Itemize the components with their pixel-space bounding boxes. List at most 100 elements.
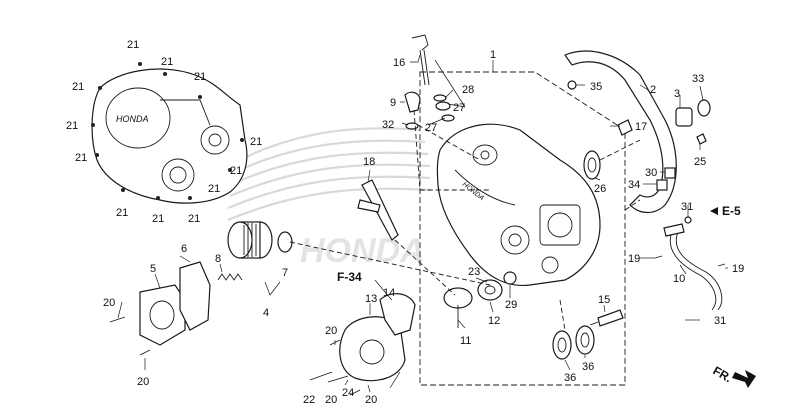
callout-21c: 21: [194, 71, 206, 83]
callout-27a: 27: [453, 102, 465, 114]
callout-17: 17: [635, 121, 647, 133]
callout-5: 5: [150, 263, 156, 275]
callout-12: 12: [488, 315, 500, 327]
washer-part: [503, 271, 517, 285]
elbow-part: [404, 91, 421, 113]
bearing-26-part: [583, 150, 601, 180]
leader-lines: [117, 54, 728, 393]
callout-21h: 21: [230, 165, 242, 177]
watermark-text: HONDA: [300, 232, 425, 270]
callout-20c: 20: [325, 325, 337, 337]
callout-11: 11: [460, 335, 471, 347]
callout-29: 29: [505, 299, 517, 311]
callout-21l: 21: [188, 213, 200, 225]
callout-21g: 21: [75, 152, 87, 164]
pin-25-part: [696, 133, 707, 145]
spring-part: [217, 273, 243, 281]
callout-30: 30: [645, 167, 657, 179]
callout-33: 33: [692, 73, 704, 85]
dowel-35-part: [567, 80, 577, 90]
callout-2: 2: [650, 84, 656, 96]
callout-20e: 20: [365, 394, 377, 406]
callout-15: 15: [598, 294, 610, 306]
callout-21j: 21: [116, 207, 128, 219]
clutch-cover-part: HONDA: [91, 62, 248, 204]
oring-32-part: [405, 122, 419, 130]
bolt-15-part: [589, 309, 624, 327]
callout-19b: 19: [732, 263, 744, 275]
ref-e5: E-5: [722, 204, 741, 218]
callout-26: 26: [594, 183, 606, 195]
bushing-28-part: [435, 101, 451, 111]
ring-31-part: [684, 216, 692, 224]
callout-14: 14: [383, 287, 395, 299]
callout-4: 4: [263, 307, 269, 319]
callout-20a: 20: [103, 297, 115, 309]
filter-gasket-part: [179, 261, 211, 331]
ref-e5-arrow: [710, 207, 718, 215]
callout-21d: 21: [72, 81, 84, 93]
callout-6: 6: [181, 243, 187, 255]
ref-f34: F-34: [337, 270, 362, 284]
seal-part: [477, 279, 503, 301]
callout-21a: 21: [127, 39, 139, 51]
callout-21k: 21: [152, 213, 164, 225]
callout-28: 28: [462, 84, 474, 96]
callout-32: 32: [382, 119, 394, 131]
bolt-19b-part: [717, 263, 726, 267]
callout-20d: 20: [325, 394, 337, 406]
callout-21b: 21: [161, 56, 173, 68]
collar-30-part: [664, 167, 676, 179]
callout-23: 23: [468, 266, 480, 278]
front-arrow: FR.: [711, 363, 756, 388]
filter-cover-part: [139, 284, 186, 346]
callout-35: 35: [590, 81, 602, 93]
callout-18: 18: [363, 156, 375, 168]
callout-10: 10: [673, 273, 685, 285]
callout-13: 13: [365, 293, 377, 305]
water-pump-part: [339, 293, 416, 382]
svg-text:FR.: FR.: [711, 363, 735, 385]
cover-assembly-box: [419, 71, 626, 386]
callout-7: 7: [282, 267, 288, 279]
callout-1: 1: [490, 49, 496, 61]
callout-16: 16: [393, 57, 405, 69]
callout-21e: 21: [66, 120, 78, 132]
callout-31b: 31: [714, 315, 726, 327]
oring-27b-part: [441, 114, 455, 122]
callout-21i: 21: [208, 183, 220, 195]
callout-8: 8: [215, 253, 221, 265]
callout-24: 24: [342, 387, 354, 399]
oil-pipe-part: [411, 34, 430, 86]
callout-36b: 36: [582, 361, 594, 373]
callout-25: 25: [694, 156, 706, 168]
impeller-part: [443, 287, 473, 328]
callout-20b: 20: [137, 376, 149, 388]
callout-36a: 36: [564, 372, 576, 384]
callout-27b: 27: [425, 122, 437, 134]
callout-3: 3: [674, 88, 680, 100]
cap-17-part: [617, 119, 633, 136]
right-crankcase-cover-part: HONDA: [436, 123, 601, 287]
shift-arm-part: [357, 179, 399, 241]
callout-9: 9: [390, 97, 396, 109]
collar-34-part: [656, 179, 668, 191]
cover-gasket-part: [564, 50, 677, 214]
cover-logo-text: HONDA: [116, 114, 149, 124]
o-ring-part: [277, 231, 293, 253]
bolt-19a-part: [654, 255, 663, 259]
callout-22: 22: [303, 394, 315, 406]
bearing-36-part: [552, 325, 595, 360]
callout-34: 34: [628, 179, 640, 191]
washer-33-part: [697, 99, 711, 117]
cap-3-part: [675, 107, 693, 127]
callout-numbers: 21 21 21 21 21 21 21 21 21 21 21 21 1 2 …: [66, 39, 744, 406]
oil-filter-part: [227, 221, 273, 259]
callout-21f: 21: [250, 136, 262, 148]
hose-10-part: [663, 223, 723, 311]
watermark-wing-logo: HONDA: [227, 127, 431, 270]
callout-19a: 19: [628, 253, 640, 265]
callout-31a: 31: [681, 201, 693, 213]
oring-27-part: [433, 94, 447, 102]
